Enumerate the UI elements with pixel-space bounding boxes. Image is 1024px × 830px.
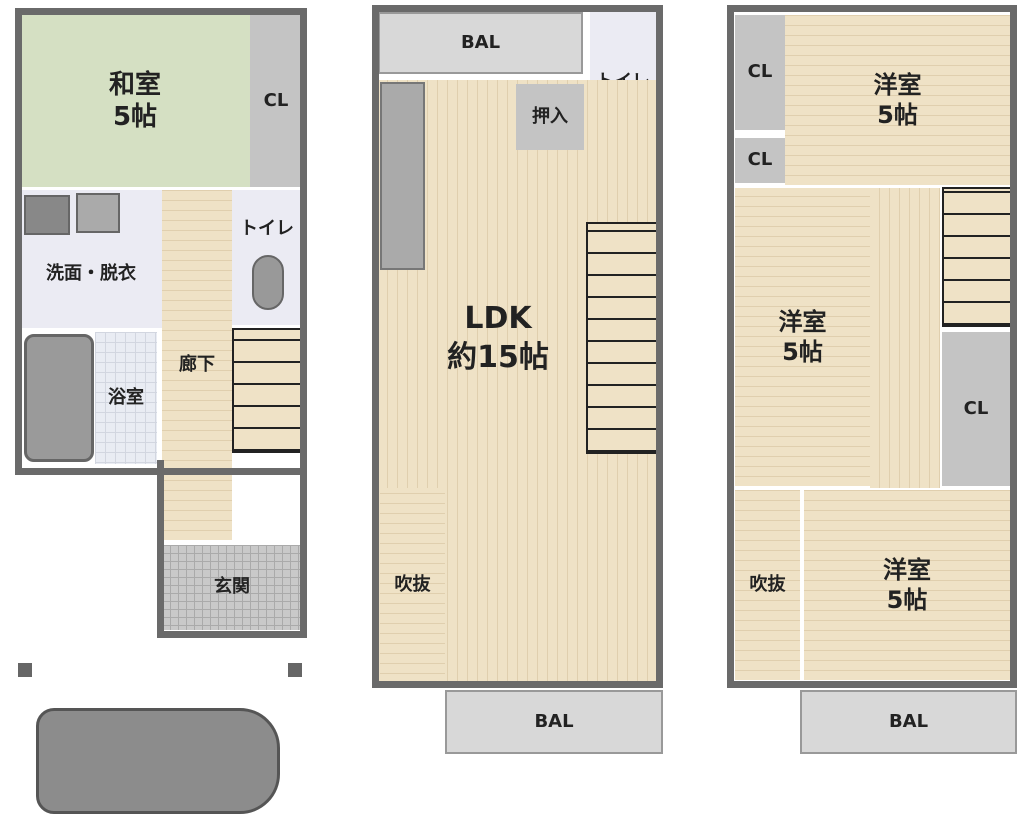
ldk-label: LDK 約15帖 <box>447 300 549 375</box>
closet-3: CL <box>942 332 1010 486</box>
fukinuke-void: 吹抜 <box>380 488 445 683</box>
outer-wall <box>15 8 307 475</box>
sink-icon <box>76 193 120 233</box>
toilet-icon <box>252 255 284 310</box>
pillar <box>18 663 32 677</box>
closet-1: CL <box>735 15 785 130</box>
oshiire-closet: 押入 <box>516 84 584 150</box>
western-room-1: 洋室 5帖 <box>785 15 1010 185</box>
washing-machine-icon <box>24 195 70 235</box>
bathtub-icon <box>24 334 94 462</box>
hallway: 廊下 <box>162 190 232 540</box>
outer-wall-entrance <box>157 460 307 638</box>
bathroom: 浴室 <box>95 332 157 464</box>
stairs <box>586 222 658 454</box>
kitchen-counter <box>380 82 425 270</box>
car-icon <box>36 708 280 814</box>
washitsu-room: 和室 5帖 <box>20 15 250 187</box>
outer-wall <box>372 5 663 688</box>
balcony-bottom: BAL <box>445 690 663 754</box>
balcony-top: BAL <box>378 12 583 74</box>
pillar <box>288 663 302 677</box>
stairs <box>232 328 302 453</box>
balcony: BAL <box>800 690 1017 754</box>
entrance: 玄関 <box>162 545 302 630</box>
hallway <box>870 188 940 488</box>
closet-2: CL <box>735 138 785 183</box>
stairs <box>942 187 1014 327</box>
fukinuke-void: 吹抜 <box>735 490 800 680</box>
western-room-2: 洋室 5帖 <box>735 188 870 486</box>
closet: CL <box>250 15 302 187</box>
outer-wall <box>727 5 1017 688</box>
western-room-3: 洋室 5帖 <box>804 490 1010 680</box>
